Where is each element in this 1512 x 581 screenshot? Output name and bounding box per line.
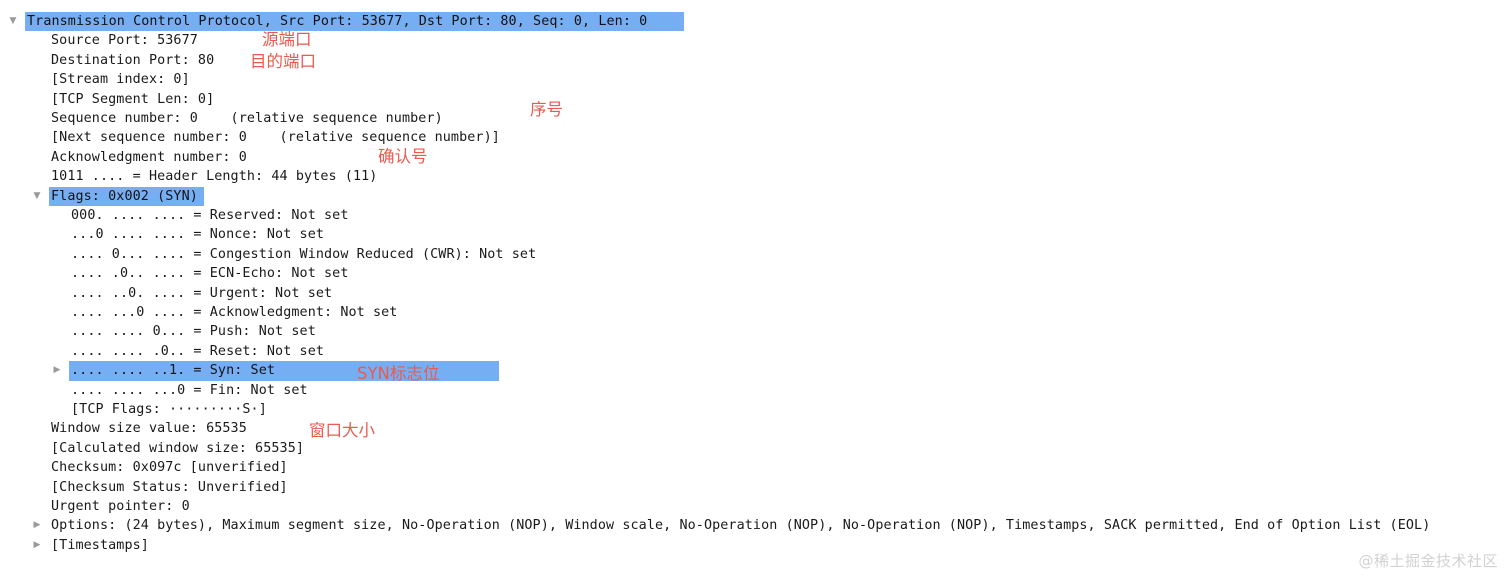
tree-row[interactable]: [Checksum Status: Unverified] — [0, 478, 1512, 497]
field-checksum-status[interactable]: [Checksum Status: Unverified] — [51, 479, 288, 495]
flag-fin[interactable]: .... .... ...0 = Fin: Not set — [71, 382, 308, 398]
tcp-protocol-root[interactable]: Transmission Control Protocol, Src Port:… — [27, 14, 648, 29]
chevron-down-icon[interactable] — [30, 187, 44, 206]
tree-row[interactable]: 1011 .... = Header Length: 44 bytes (11) — [0, 167, 1512, 186]
tree-row[interactable]: Destination Port: 80 — [0, 51, 1512, 70]
row-selection-highlight — [25, 12, 684, 32]
chevron-right-icon[interactable] — [50, 361, 64, 380]
chevron-right-icon[interactable] — [30, 516, 44, 535]
flag-urgent[interactable]: .... ..0. .... = Urgent: Not set — [71, 285, 333, 301]
field-flags[interactable]: Flags: 0x002 (SYN) — [51, 188, 198, 204]
field-tcp-segment-len[interactable]: [TCP Segment Len: 0] — [51, 91, 215, 107]
tree-row[interactable]: [Calculated window size: 65535] — [0, 439, 1512, 458]
flag-syn[interactable]: .... .... ..1. = Syn: Set — [71, 363, 276, 379]
field-source-port[interactable]: Source Port: 53677 — [51, 33, 198, 49]
annotation-window-size: 窗口大小 — [309, 421, 375, 440]
flag-acknowledgment[interactable]: .... ...0 .... = Acknowledgment: Not set — [71, 305, 398, 320]
tree-row[interactable]: .... 0... .... = Congestion Window Reduc… — [0, 245, 1512, 264]
annotation-sequence-number: 序号 — [530, 100, 563, 119]
flag-ecn-echo[interactable]: .... .0.. .... = ECN-Echo: Not set — [71, 266, 349, 282]
tree-row[interactable]: Flags: 0x002 (SYN) — [0, 186, 1512, 206]
tree-row[interactable]: Transmission Control Protocol, Src Port:… — [0, 12, 1512, 32]
tree-row[interactable]: [Next sequence number: 0 (relative seque… — [0, 128, 1512, 147]
flag-nonce[interactable]: ...0 .... .... = Nonce: Not set — [71, 227, 325, 243]
field-acknowledgment-number[interactable]: Acknowledgment number: 0 — [51, 149, 247, 165]
row-selection-highlight — [49, 186, 204, 206]
field-next-sequence-number[interactable]: [Next sequence number: 0 (relative seque… — [51, 130, 500, 146]
flag-push[interactable]: .... .... 0... = Push: Not set — [71, 324, 316, 340]
field-urgent-pointer[interactable]: Urgent pointer: 0 — [51, 499, 190, 514]
tree-row[interactable]: .... ...0 .... = Acknowledgment: Not set — [0, 303, 1512, 322]
tree-row[interactable]: .... .... ...0 = Fin: Not set — [0, 381, 1512, 400]
flag-reset[interactable]: .... .... .0.. = Reset: Not set — [71, 343, 325, 359]
annotation-acknowledgment-number: 确认号 — [378, 147, 428, 166]
field-stream-index[interactable]: [Stream index: 0] — [51, 72, 190, 88]
tree-row[interactable]: Sequence number: 0 (relative sequence nu… — [0, 109, 1512, 128]
field-window-size-value[interactable]: Window size value: 65535 — [51, 421, 247, 437]
field-header-length[interactable]: 1011 .... = Header Length: 44 bytes (11) — [51, 169, 378, 185]
tree-row[interactable]: Urgent pointer: 0 — [0, 497, 1512, 516]
tree-row[interactable]: [TCP Segment Len: 0] — [0, 90, 1512, 109]
field-tcp-flags-summary[interactable]: [TCP Flags: ·········S·] — [71, 402, 267, 417]
tree-row[interactable]: ...0 .... .... = Nonce: Not set — [0, 225, 1512, 244]
tree-row[interactable]: Options: (24 bytes), Maximum segment siz… — [0, 516, 1512, 535]
annotation-syn-flag: SYN标志位 — [357, 364, 440, 383]
tree-row[interactable]: [Timestamps] — [0, 536, 1512, 555]
tree-row[interactable]: Window size value: 65535 — [0, 419, 1512, 438]
field-timestamps[interactable]: [Timestamps] — [51, 537, 149, 553]
chevron-right-icon[interactable] — [30, 536, 44, 555]
tree-row[interactable]: .... .... .0.. = Reset: Not set — [0, 342, 1512, 361]
field-destination-port[interactable]: Destination Port: 80 — [51, 52, 215, 68]
field-sequence-number[interactable]: Sequence number: 0 (relative sequence nu… — [51, 111, 443, 126]
tree-row[interactable]: .... ..0. .... = Urgent: Not set — [0, 284, 1512, 303]
chevron-down-icon[interactable] — [6, 12, 20, 31]
flag-reserved[interactable]: 000. .... .... = Reserved: Not set — [71, 208, 349, 223]
field-calculated-window-size[interactable]: [Calculated window size: 65535] — [51, 440, 305, 456]
tree-row[interactable]: .... .... ..1. = Syn: Set — [0, 361, 1512, 381]
tree-row[interactable]: .... .... 0... = Push: Not set — [0, 322, 1512, 341]
tree-row[interactable]: Checksum: 0x097c [unverified] — [0, 458, 1512, 477]
row-selection-highlight — [69, 361, 499, 381]
field-checksum[interactable]: Checksum: 0x097c [unverified] — [51, 460, 288, 476]
tree-row[interactable]: Source Port: 53677 — [0, 31, 1512, 50]
tree-row[interactable]: [Stream index: 0] — [0, 70, 1512, 89]
flag-cwr[interactable]: .... 0... .... = Congestion Window Reduc… — [71, 246, 537, 262]
tree-row[interactable]: .... .0.. .... = ECN-Echo: Not set — [0, 264, 1512, 283]
tree-row[interactable]: [TCP Flags: ·········S·] — [0, 400, 1512, 419]
watermark: @稀土掘金技术社区 — [1358, 552, 1498, 570]
tree-row[interactable]: 000. .... .... = Reserved: Not set — [0, 206, 1512, 225]
field-options[interactable]: Options: (24 bytes), Maximum segment siz… — [51, 518, 1431, 534]
tree-row[interactable]: Acknowledgment number: 0 — [0, 148, 1512, 167]
annotation-source-port: 源端口 — [262, 30, 312, 49]
annotation-destination-port: 目的端口 — [250, 52, 316, 71]
